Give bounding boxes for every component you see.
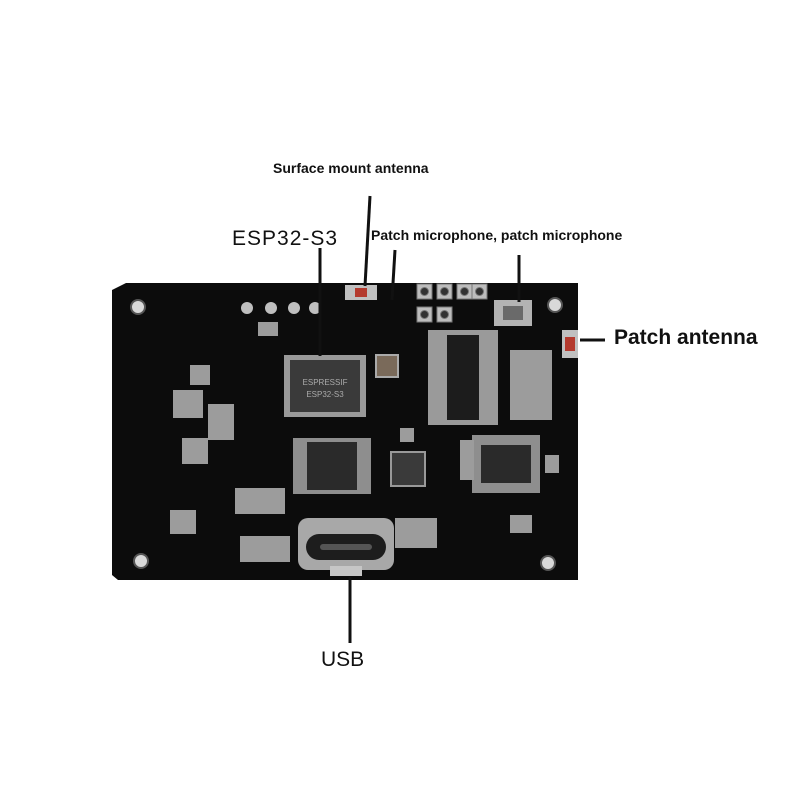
patch-antenna: [562, 330, 578, 358]
flash-chip: [293, 438, 371, 494]
label-surface-mount-antenna: Surface mount antenna: [273, 160, 429, 176]
esp32-chip: ESPRESSIF ESP32-S3: [284, 355, 366, 417]
callout-lines: [318, 195, 605, 643]
label-usb: USB: [321, 648, 365, 671]
header-pins: [416, 283, 488, 323]
label-patch-antenna: Patch antenna: [614, 326, 758, 349]
usb-c-port: [298, 518, 394, 576]
crystal: [375, 354, 399, 378]
surface-mount-antenna: [345, 285, 377, 300]
label-patch-microphones: Patch microphone, patch microphone: [371, 227, 623, 243]
qfn-chip: [390, 451, 426, 487]
audio-ic: [472, 435, 540, 493]
mounting-holes: [130, 297, 563, 571]
microphone-component: [494, 300, 532, 326]
esp32-chip-model: ESP32-S3: [306, 390, 344, 399]
label-esp32-s3: ESP32-S3: [232, 227, 339, 250]
smd-components: [170, 322, 559, 562]
driver-ic: [428, 330, 498, 425]
test-pads: [241, 302, 321, 314]
esp32-chip-brand: ESPRESSIF: [303, 378, 348, 387]
